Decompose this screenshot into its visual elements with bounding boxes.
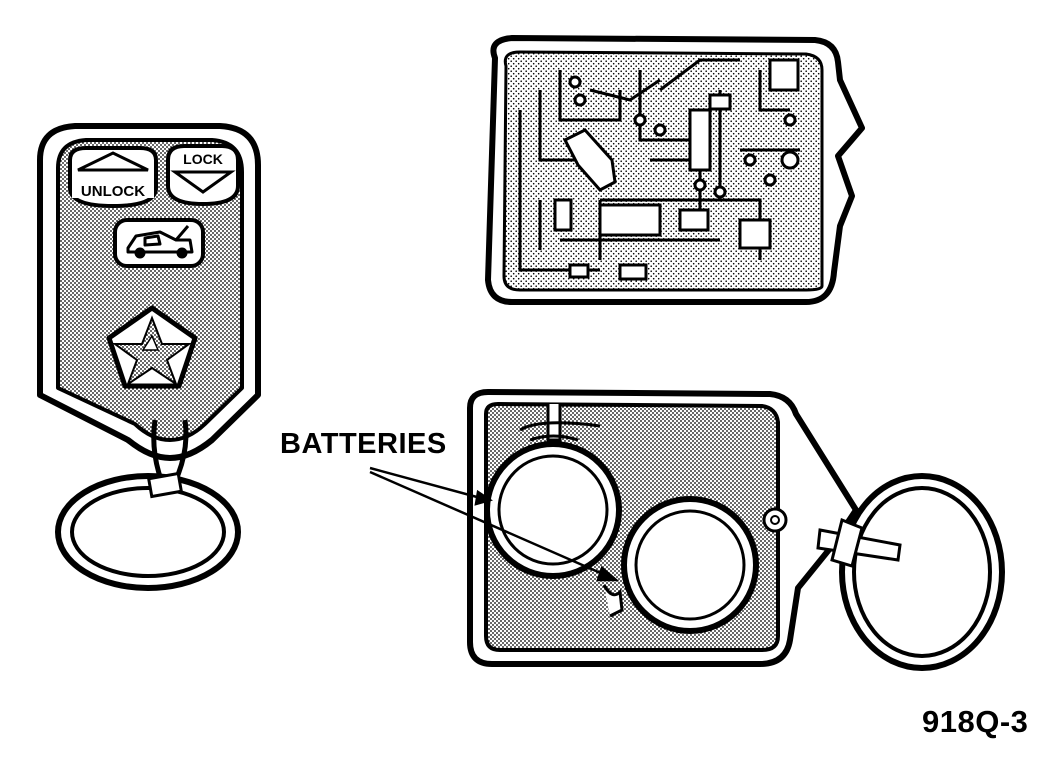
unlock-label: UNLOCK xyxy=(81,183,145,200)
trunk-button xyxy=(113,218,205,268)
battery-1 xyxy=(484,434,622,579)
key-ring xyxy=(55,419,241,591)
trunk-release-icon xyxy=(126,225,194,259)
board-components xyxy=(553,58,800,281)
batteries-label: BATTERIES xyxy=(280,428,447,460)
battery-2 xyxy=(602,496,759,634)
open-case xyxy=(467,389,1005,671)
figure-id: 918Q-3 xyxy=(922,704,1029,739)
lock-label: LOCK xyxy=(183,151,223,167)
lock-button: LOCK xyxy=(166,144,240,207)
remote-transmitter: UNLOCK LOCK xyxy=(37,123,261,591)
unlock-button: UNLOCK xyxy=(68,146,158,209)
pentastar-icon xyxy=(106,305,198,389)
circuit-board xyxy=(485,35,865,305)
case-key-ring xyxy=(816,473,1005,671)
batteries-leaders xyxy=(369,466,620,582)
